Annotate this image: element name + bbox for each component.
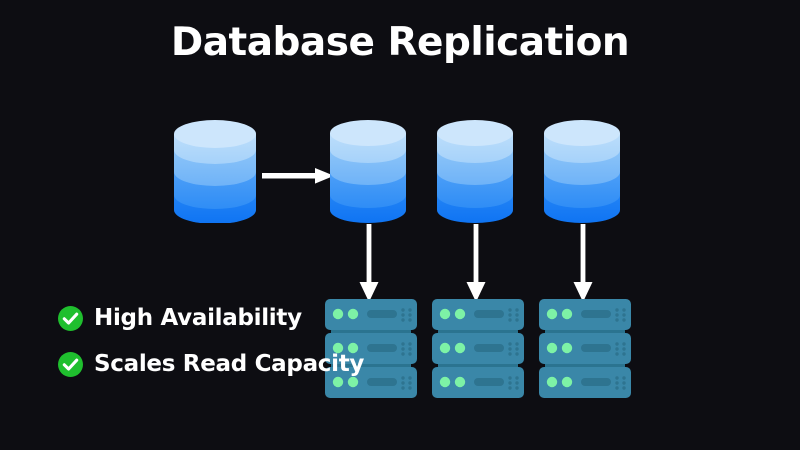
database-cylinder-icon bbox=[544, 120, 620, 223]
read-arrow-3 bbox=[572, 224, 594, 302]
arrow-down-icon bbox=[466, 224, 486, 302]
benefit-label: High Availability bbox=[94, 305, 302, 331]
read-arrow-2 bbox=[465, 224, 487, 302]
arrow-down-icon bbox=[359, 224, 379, 302]
database-cylinder-icon bbox=[437, 120, 513, 223]
server-rack-icon bbox=[539, 299, 631, 398]
arrow-down-icon bbox=[573, 224, 593, 302]
server-rack-icon bbox=[432, 299, 524, 398]
replica-database-3 bbox=[544, 119, 620, 223]
database-cylinder-icon bbox=[330, 120, 406, 223]
check-circle-icon bbox=[58, 351, 83, 377]
benefit-label: Scales Read Capacity bbox=[94, 351, 365, 377]
replication-arrow bbox=[262, 167, 334, 185]
read-arrow-1 bbox=[358, 224, 380, 302]
server-rack-icon bbox=[325, 299, 417, 398]
replica-database-2 bbox=[437, 119, 513, 223]
check-circle-icon bbox=[58, 305, 83, 331]
database-cylinder-icon bbox=[174, 120, 256, 224]
arrow-right-icon bbox=[262, 168, 334, 184]
benefit-item-scales-read-capacity: Scales Read Capacity bbox=[58, 351, 364, 377]
server-rack-3 bbox=[539, 299, 631, 399]
replica-database-1 bbox=[330, 119, 406, 223]
benefit-item-high-availability: High Availability bbox=[58, 305, 302, 331]
server-rack-2 bbox=[432, 299, 524, 399]
primary-database bbox=[174, 120, 256, 224]
page-title: Database Replication bbox=[170, 20, 630, 65]
server-rack-1 bbox=[325, 299, 417, 399]
